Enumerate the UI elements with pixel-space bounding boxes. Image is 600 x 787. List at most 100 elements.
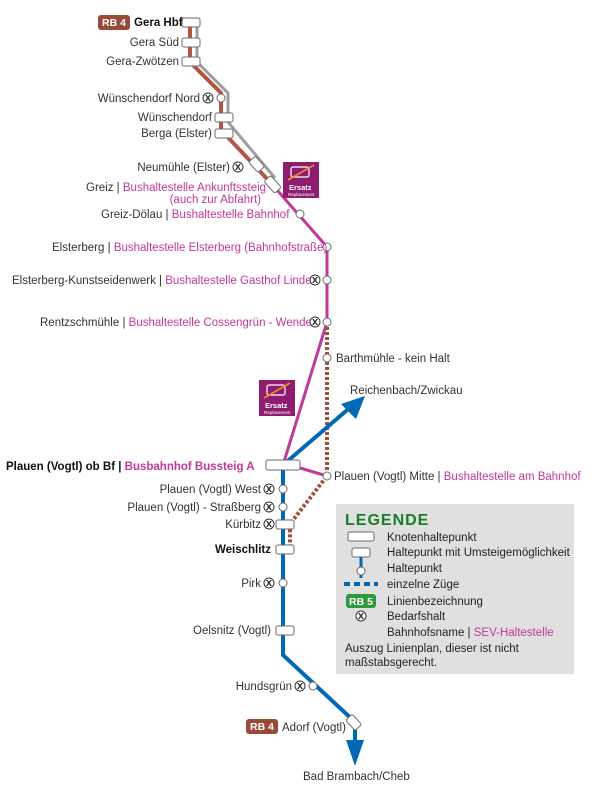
- bedarf-icon-x: X: [312, 276, 319, 285]
- track-rb5-branch: [281, 403, 355, 467]
- arrow-reichenbach-icon: [341, 396, 365, 419]
- bedarf-icon: [263, 483, 275, 495]
- rb4-badge-top-bg: [98, 15, 130, 30]
- bedarf-icon: [263, 518, 275, 530]
- station-symbols: [181, 17, 362, 731]
- ersatz-sub-top: Replacement: [288, 192, 315, 197]
- legend-bahnhof-name: Bahnhofsname |: [387, 627, 471, 639]
- stop-berga[interactable]: [214, 128, 234, 139]
- track-rb5-line: [281, 465, 357, 740]
- label-pirk: Pirk: [241, 578, 261, 590]
- legend-knoten-label: Knotenhaltepunkt: [387, 532, 477, 544]
- stop-neumuehle[interactable]: [248, 156, 265, 173]
- bedarf-icon: [309, 274, 321, 286]
- stop-wuenschendorf[interactable]: [214, 112, 234, 123]
- bedarf-icon-x: X: [266, 579, 273, 588]
- bedarf-icon: [263, 501, 275, 513]
- label-reichenbach: Reichenbach/Zwickau: [350, 385, 463, 397]
- bedarf-icon: [309, 316, 321, 328]
- label-elsterberg-kw: Elsterberg-Kunstseidenwerk | Bushalteste…: [12, 275, 312, 287]
- legend-linie-label: Linienbezeichnung: [387, 596, 483, 608]
- stop-oelsnitz[interactable]: [275, 625, 295, 636]
- legend-bahnhof-label: Bahnhofsname | SEV-Haltestelle: [387, 627, 554, 639]
- label-greiz-name: Greiz |: [86, 182, 120, 194]
- label-gera-zwoetzen: Gera-Zwötzen: [106, 56, 179, 68]
- rb4-badge-bottom-text: RB 4: [250, 721, 274, 733]
- stop-gera-zwoetzen[interactable]: [181, 56, 201, 67]
- ersatz-title-top: Ersatz: [289, 183, 312, 192]
- label-neumuehle: Neumühle (Elster): [137, 162, 230, 174]
- bedarf-icon: [232, 161, 244, 173]
- strike-icon: [287, 164, 315, 181]
- stop-elsterberg[interactable]: [322, 242, 332, 252]
- label-elsterberg: Elsterberg | Bushaltestelle Elsterberg (…: [52, 242, 327, 254]
- label-gera-hbf: Gera Hbf: [134, 17, 183, 29]
- legend-bedarf-label: Bedarfshalt: [387, 611, 446, 623]
- stop-plauen-mitte[interactable]: [322, 471, 332, 481]
- track-dotted-line: [288, 322, 329, 548]
- legend-bg: [336, 504, 574, 674]
- label-greiz-doelau: Greiz-Dölau | Bushaltestelle Bahnhof: [101, 209, 290, 221]
- stop-pirk[interactable]: [278, 578, 288, 588]
- ersatz-title-bottom: Ersatz: [265, 401, 288, 410]
- label-plauen-obbf: Plauen (Vogtl) ob Bf | Busbahnhof Busste…: [6, 461, 255, 473]
- label-berga: Berga (Elster): [141, 128, 212, 140]
- rb4-badge-bottom-bg: [246, 719, 278, 734]
- label-rentzschmuehle-name: Rentzschmühle |: [40, 317, 125, 329]
- stop-kuerbitz[interactable]: [275, 519, 295, 530]
- legend-bedarf-icon-x: X: [358, 612, 365, 621]
- label-barthmuehle: Barthmühle - kein Halt: [336, 353, 451, 365]
- stop-elsterberg-kw[interactable]: [322, 275, 332, 285]
- stop-gera-hbf[interactable]: [181, 17, 201, 28]
- label-adorf: Adorf (Vogtl): [282, 722, 346, 734]
- stop-wuenschendorf-nord[interactable]: [216, 93, 226, 103]
- label-gera-sued: Gera Süd: [130, 37, 179, 49]
- label-elsterberg-kw-name: Elsterberg-Kunstseidenwerk |: [12, 275, 162, 287]
- bedarf-icon-x: X: [235, 163, 242, 172]
- label-weischlitz: Weischlitz: [215, 544, 271, 556]
- label-oelsnitz: Oelsnitz (Vogtl): [193, 625, 271, 637]
- station-labels: Gera Hbf Gera Süd Gera-Zwötzen Wünschend…: [6, 17, 581, 783]
- arrow-bad-brambach-icon: [346, 740, 364, 766]
- stop-plauen-obbf[interactable]: [265, 459, 301, 471]
- stop-plauen-strassberg[interactable]: [278, 502, 288, 512]
- legend-note-2: maßstabsgerecht.: [345, 657, 437, 669]
- bus-icon: [290, 166, 310, 178]
- label-plauen-west: Plauen (Vogtl) West: [160, 484, 262, 496]
- legend-knoten-symbol: [347, 531, 375, 542]
- legend-sev-name: SEV-Haltestelle: [474, 627, 554, 639]
- label-elsterberg-name: Elsterberg |: [52, 242, 111, 254]
- label-greiz-doelau-sev: Bushaltestelle Bahnhof: [172, 209, 290, 221]
- bedarf-icon-x: X: [205, 94, 212, 103]
- stop-greiz[interactable]: [264, 175, 282, 193]
- label-bad-brambach: Bad Brambach/Cheb: [303, 771, 410, 783]
- stop-rentzschmuehle[interactable]: [322, 317, 332, 327]
- stop-plauen-west[interactable]: [278, 484, 288, 494]
- legend-umsteige-symbol: [351, 547, 371, 558]
- legend-einzelne-label: einzelne Züge: [387, 579, 459, 591]
- label-plauen-mitte-name: Plauen (Vogtl) Mitte |: [334, 471, 441, 483]
- bus-icon: [266, 384, 286, 396]
- bedarf-icon-x: X: [266, 503, 273, 512]
- track-grey-line: [195, 24, 277, 179]
- label-greiz-doelau-name: Greiz-Dölau |: [101, 209, 169, 221]
- label-plauen-obbf-name: Plauen (Vogtl) ob Bf |: [6, 461, 121, 473]
- label-plauen-strassberg: Plauen (Vogtl) - Straßberg: [127, 502, 261, 514]
- stop-weischlitz[interactable]: [275, 544, 295, 555]
- label-wuenschendorf-nord: Wünschendorf Nord: [98, 93, 200, 105]
- track-rb4-line: [188, 24, 272, 184]
- bedarf-icon: [263, 577, 275, 589]
- legend: LEGENDE Knotenhaltepunkt Haltepunkt mit …: [336, 504, 574, 674]
- ersatz-box-bottom: Ersatz Replacement: [259, 380, 295, 416]
- stop-greiz-doelau[interactable]: [295, 209, 305, 219]
- stop-gera-sued[interactable]: [181, 37, 201, 48]
- stop-barthmuehle[interactable]: [322, 353, 332, 363]
- stop-adorf[interactable]: [345, 714, 362, 731]
- label-hundsgruen: Hundsgrün: [236, 681, 292, 693]
- legend-halte-symbol: [356, 566, 366, 576]
- label-rentzschmuehle-sev: Bushaltestelle Cossengrün - Wende: [129, 317, 312, 329]
- stop-hundsgruen[interactable]: [308, 681, 318, 691]
- legend-linie-badge-bg: [346, 594, 376, 608]
- bedarf-icon: [294, 680, 306, 692]
- rb4-badge-top-text: RB 4: [102, 17, 126, 29]
